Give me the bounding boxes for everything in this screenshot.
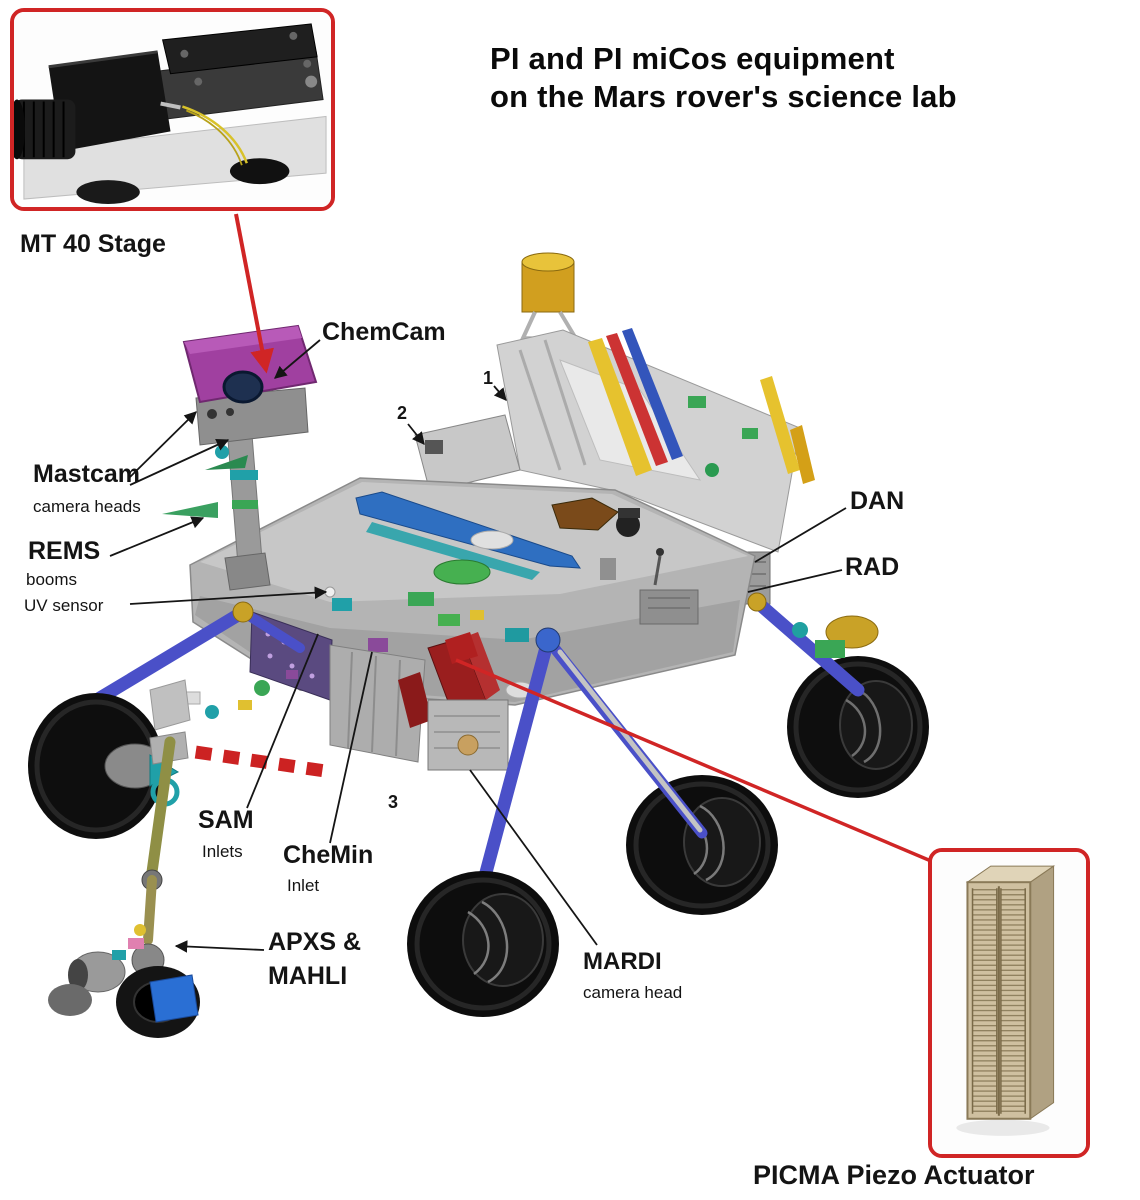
- title-line-2: on the Mars rover's science lab: [490, 79, 957, 114]
- chemcam-instrument: [182, 324, 318, 404]
- mardi-sublabel: camera head: [583, 983, 683, 1002]
- mastcam-sublabel: camera heads: [33, 497, 141, 516]
- page-title: PI and PI miCos equipment on the Mars ro…: [490, 40, 957, 116]
- chemcam-label: ChemCam: [322, 318, 446, 346]
- mardi-label: MARDI: [583, 948, 662, 975]
- dan-callout-line: [754, 507, 847, 563]
- rems-sublabel-booms: booms: [26, 570, 78, 589]
- mt40-red-arrow: [234, 213, 274, 374]
- rover-mast: [162, 324, 318, 591]
- apxs-mahli-callout-line: [174, 940, 265, 953]
- mt40-photo-artwork: [14, 12, 331, 207]
- robotic-arm: [48, 731, 200, 1038]
- rad-callout-line: [747, 569, 843, 593]
- mt40-caption: MT 40 Stage: [20, 230, 166, 258]
- sam-callout-line: [246, 633, 319, 809]
- picma-photo-artwork: [932, 852, 1086, 1154]
- picma-caption: PICMA Piezo Actuator: [753, 1160, 1035, 1190]
- front-striped-bar: [161, 741, 339, 779]
- rad-label: RAD: [845, 553, 900, 581]
- marker-2: 2: [397, 403, 408, 423]
- red-callout-lines: [234, 213, 932, 863]
- wheel-rear-right: [787, 656, 929, 798]
- sam-label: SAM: [198, 806, 254, 834]
- mastcam-callout-line-2: [129, 439, 230, 486]
- mt40-inset-photo: [10, 8, 335, 211]
- picma-red-line: [455, 658, 932, 863]
- wheel-front-left: [28, 693, 180, 839]
- chemcam-callout-line: [274, 339, 321, 379]
- picma-inset-photo: [928, 848, 1090, 1158]
- apxs-mahli-label-line1: APXS &: [268, 928, 362, 956]
- rems-callout-line: [109, 516, 205, 557]
- rover-rear-structure: [414, 252, 815, 605]
- mardi-callout-line: [469, 769, 598, 946]
- rover-body: [149, 477, 756, 771]
- marker2-arrow: [407, 423, 425, 445]
- marker-3: 3: [388, 792, 399, 812]
- wheel-front-center: [407, 871, 559, 1017]
- mastcam-label: Mastcam: [33, 460, 140, 488]
- callout-lines: [109, 339, 847, 953]
- apxs-mahli-label-line2: MAHLI: [268, 962, 348, 990]
- dan-label: DAN: [850, 487, 905, 515]
- uv-sensor-callout-line: [129, 586, 328, 605]
- rems-label: REMS: [28, 537, 101, 565]
- title-line-1: PI and PI miCos equipment: [490, 41, 895, 76]
- suspension-left: [93, 601, 305, 705]
- arm-turret: [48, 924, 200, 1038]
- chemin-label: CheMin: [283, 841, 374, 869]
- chemin-callout-line: [329, 651, 373, 844]
- rems-sublabel-uv-sensor: UV sensor: [24, 596, 104, 615]
- marker-1: 1: [483, 368, 494, 388]
- sam-sublabel: Inlets: [202, 842, 243, 861]
- wheel-middle-right: [626, 775, 778, 915]
- chemin-sublabel: Inlet: [287, 876, 320, 895]
- suspension-right: [747, 592, 879, 697]
- marker1-arrow: [493, 385, 507, 401]
- suspension-center: [477, 627, 708, 887]
- mastcam-callout-line-1: [129, 411, 197, 478]
